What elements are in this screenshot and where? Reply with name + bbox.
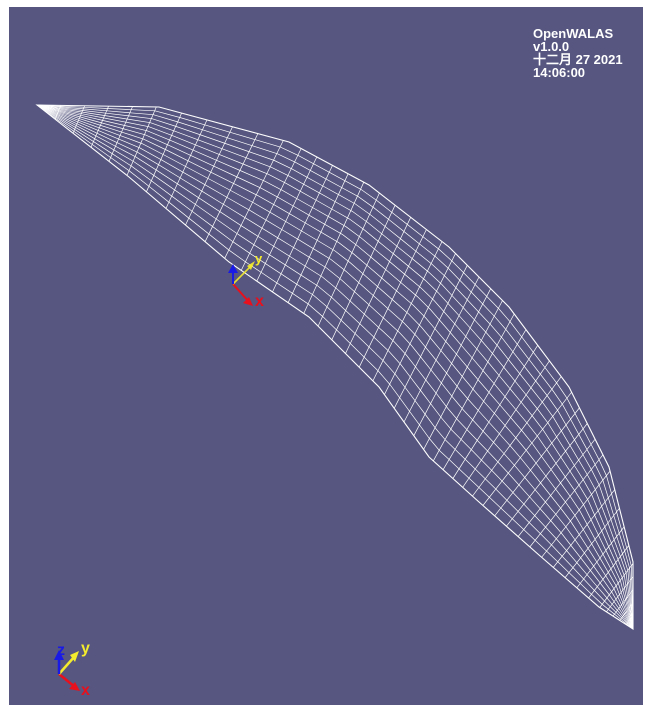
mesh-chordwise-line (108, 106, 133, 162)
mesh-chordwise-line (393, 265, 468, 409)
mesh-chordwise-line (287, 173, 349, 303)
mesh-chordwise-line (482, 391, 572, 506)
mesh-spanwise-line (36, 104, 634, 630)
mesh-chordwise-line (384, 253, 456, 395)
mesh-chordwise-line (612, 589, 634, 617)
mesh-chordwise-line (303, 182, 365, 314)
app-version: v1.0.0 (533, 39, 570, 54)
mesh-spanwise-line (36, 104, 634, 630)
mesh-chordwise-line (345, 217, 412, 354)
mesh-spanwise-line (36, 104, 634, 630)
mesh-chordwise-line (606, 576, 634, 613)
mesh-chordwise-line (165, 119, 208, 209)
mesh-chordwise-line (564, 508, 620, 578)
mesh-spanwise-line (36, 104, 634, 630)
mesh-chordwise-line (472, 376, 562, 497)
mesh-wireframe (35, 104, 634, 631)
mesh-chordwise-line (204, 133, 259, 242)
mesh-chordwise-line (553, 489, 615, 568)
mesh-spanwise-line (36, 104, 634, 630)
local-y-label: y (255, 251, 263, 266)
app-time: 14:06:00 (533, 65, 586, 80)
mesh-spanwise-line (36, 104, 634, 630)
mesh-chordwise-line (588, 545, 630, 599)
mesh-chordwise-line (529, 454, 604, 548)
local-axis-triad: x y (228, 251, 264, 310)
mesh-chordwise-line (494, 407, 580, 517)
mesh-chordwise-line (358, 229, 427, 368)
mesh-chordwise-line (619, 602, 634, 621)
mesh-chordwise-line (146, 112, 182, 192)
mesh-chordwise-line (462, 360, 550, 488)
mesh-spanwise-line (36, 104, 634, 630)
mesh-chordwise-line (317, 192, 380, 327)
3d-viewport[interactable]: x y x y z OpenWALAS v1.0.0 十二月 27 2021 1… (9, 7, 643, 705)
global-x-label: x (81, 682, 90, 699)
app-info-overlay: OpenWALAS v1.0.0 十二月 27 2021 14:06:00 (533, 27, 623, 79)
mesh-chordwise-line (372, 241, 443, 382)
mesh-chordwise-line (626, 615, 634, 625)
mesh-spanwise-line (36, 104, 634, 630)
mesh-chordwise-line (90, 106, 109, 148)
mesh-chordwise-line (599, 563, 634, 608)
mesh-chordwise-line (331, 205, 396, 340)
mesh-chordwise-line (541, 470, 611, 558)
mesh-chordwise-line (442, 329, 527, 470)
local-x-label: x (255, 293, 264, 310)
mesh-spanwise-line (36, 104, 634, 630)
app-name: OpenWALAS (533, 26, 614, 41)
mesh-chordwise-line (413, 288, 492, 436)
global-axis-triad: x y z (54, 640, 90, 699)
global-z-label: z (57, 642, 65, 659)
wing-surface-mesh: x y x y z (35, 104, 634, 699)
mesh-chordwise-line (185, 126, 233, 226)
mesh-chordwise-line (224, 140, 284, 259)
mesh-chordwise-line (452, 345, 538, 479)
mesh-spanwise-line (36, 104, 634, 630)
mesh-chordwise-line (272, 165, 333, 293)
mesh-chordwise-line (423, 300, 503, 450)
app-date: 十二月 27 2021 (533, 52, 623, 67)
mesh-spanwise-line (36, 104, 634, 630)
mesh-chordwise-line (517, 438, 596, 537)
mesh-chordwise-line (54, 105, 62, 120)
mesh-chordwise-line (72, 105, 86, 134)
mesh-chordwise-line (576, 526, 625, 589)
mesh-spanwise-line (36, 104, 634, 630)
mesh-chordwise-line (403, 276, 480, 423)
mesh-spanwise-line (36, 104, 634, 630)
mesh-chordwise-line (126, 106, 157, 176)
mesh-chordwise-line (256, 156, 318, 282)
mesh-chordwise-line (432, 313, 515, 462)
mesh-chordwise-line (240, 148, 302, 271)
mesh-spanwise-line (36, 104, 634, 630)
mesh-chordwise-line (506, 423, 588, 527)
global-y-label: y (81, 640, 90, 657)
mesh-spanwise-line (36, 104, 634, 630)
